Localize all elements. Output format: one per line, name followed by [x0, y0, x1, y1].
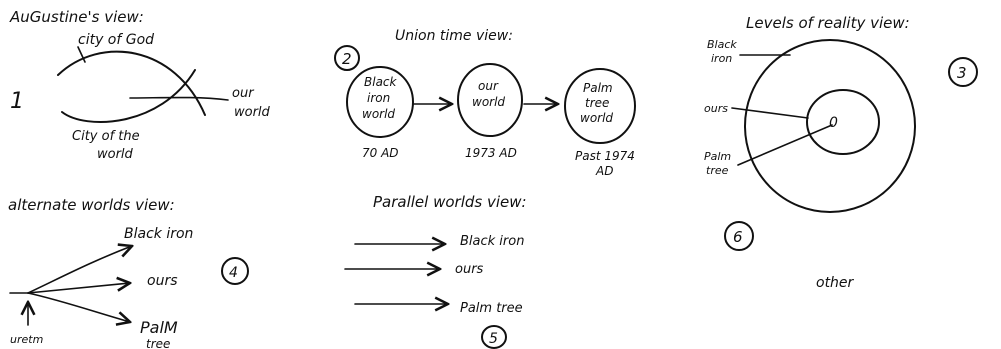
branch-palm-line — [27, 292, 130, 322]
caption-70-ad: 70 AD — [362, 146, 399, 160]
our-world-circle — [457, 63, 523, 137]
panel-6-number: 6 — [733, 228, 743, 246]
middle-ours-circle — [806, 89, 880, 155]
panel-5-number: 5 — [489, 331, 498, 347]
origin-label: uretm — [10, 333, 43, 346]
black-iron-label-2: iron — [711, 52, 732, 65]
city-of-world-curve — [61, 69, 196, 123]
branch-palm-label-2: tree — [146, 337, 170, 349]
panel-augustine-view: AuGustine's view: city of God 1 our worl… — [9, 8, 271, 162]
panel-2-number: 2 — [342, 50, 352, 68]
outer-black-iron-circle — [744, 39, 916, 213]
center-mark: 0 — [829, 115, 838, 131]
branch-black-iron-line — [27, 246, 132, 294]
our-world-label-1: our — [232, 86, 255, 101]
city-of-god-label: city of God — [78, 32, 154, 48]
panel-5-title: Parallel worlds view: — [373, 193, 527, 211]
panel-1-number: 1 — [10, 89, 24, 114]
panel-4-title: alternate worlds view: — [8, 196, 175, 214]
branch-black-iron-label: Black iron — [124, 226, 193, 242]
caption-1973-ad: 1973 AD — [465, 146, 517, 160]
black-iron-world-circle — [346, 66, 414, 138]
caption-past-1974: Past 1974 — [575, 149, 635, 163]
palm-tree-label-2: tree — [706, 164, 729, 177]
our-world-pointer-line — [129, 96, 229, 101]
palm-tree-world-line-3: world — [580, 111, 613, 125]
city-of-world-label-1: City of the — [72, 129, 140, 144]
ours-pointer — [731, 107, 809, 119]
palm-tree-world-line-1: Palm — [583, 81, 613, 95]
branch-ours-line — [27, 283, 130, 294]
black-iron-world-line-1: Black — [364, 75, 398, 89]
city-of-god-curve — [57, 50, 206, 116]
black-iron-label-1: Black — [707, 38, 737, 51]
panel-4-number-circle — [221, 257, 249, 285]
panel-1-title: AuGustine's view: — [9, 8, 144, 26]
palm-tree-pointer — [737, 124, 833, 166]
our-world-label-2: world — [234, 105, 271, 120]
our-world-line-2: world — [472, 95, 505, 109]
panel-linear-time-view: Union time view: 2 Black iron world 70 A… — [334, 28, 636, 178]
palm-tree-world-line-2: tree — [585, 96, 609, 110]
parallel-label-palm-tree: Palm tree — [460, 301, 523, 316]
panel-3-number-circle — [948, 57, 978, 87]
city-of-world-label-2: world — [97, 147, 134, 162]
panel-4-number: 4 — [229, 265, 238, 281]
panel-levels-of-reality-view: Levels of reality view: 3 0 Black iron o… — [704, 14, 978, 213]
other-label: other — [816, 275, 855, 291]
panel-alternate-worlds-view: alternate worlds view: Black iron ours 4… — [8, 196, 249, 349]
branch-ours-label: ours — [147, 273, 178, 289]
ours-label: ours — [704, 102, 728, 115]
black-iron-world-line-2: iron — [367, 91, 390, 105]
panel-2-title: Union time view: — [395, 28, 513, 44]
branch-palm-label-1: PalM — [140, 318, 178, 337]
panel-6-number-circle — [724, 221, 754, 251]
panel-2-number-circle — [334, 45, 360, 71]
panel-parallel-worlds-view: Parallel worlds view: Black iron ours Pa… — [344, 193, 527, 349]
panel-3-number: 3 — [957, 64, 967, 82]
panel-other: 6 other — [724, 221, 855, 291]
palm-tree-world-circle — [564, 68, 636, 144]
city-of-god-pointer-line — [77, 46, 86, 63]
caption-past-1974-ad: AD — [595, 164, 613, 178]
parallel-label-black-iron: Black iron — [460, 234, 524, 249]
palm-tree-label-1: Palm — [704, 150, 731, 163]
panel-3-title: Levels of reality view: — [746, 14, 910, 32]
panel-5-number-circle — [481, 325, 507, 349]
black-iron-world-line-3: world — [362, 107, 395, 121]
our-world-line-1: our — [478, 79, 499, 93]
parallel-label-ours: ours — [455, 262, 484, 277]
